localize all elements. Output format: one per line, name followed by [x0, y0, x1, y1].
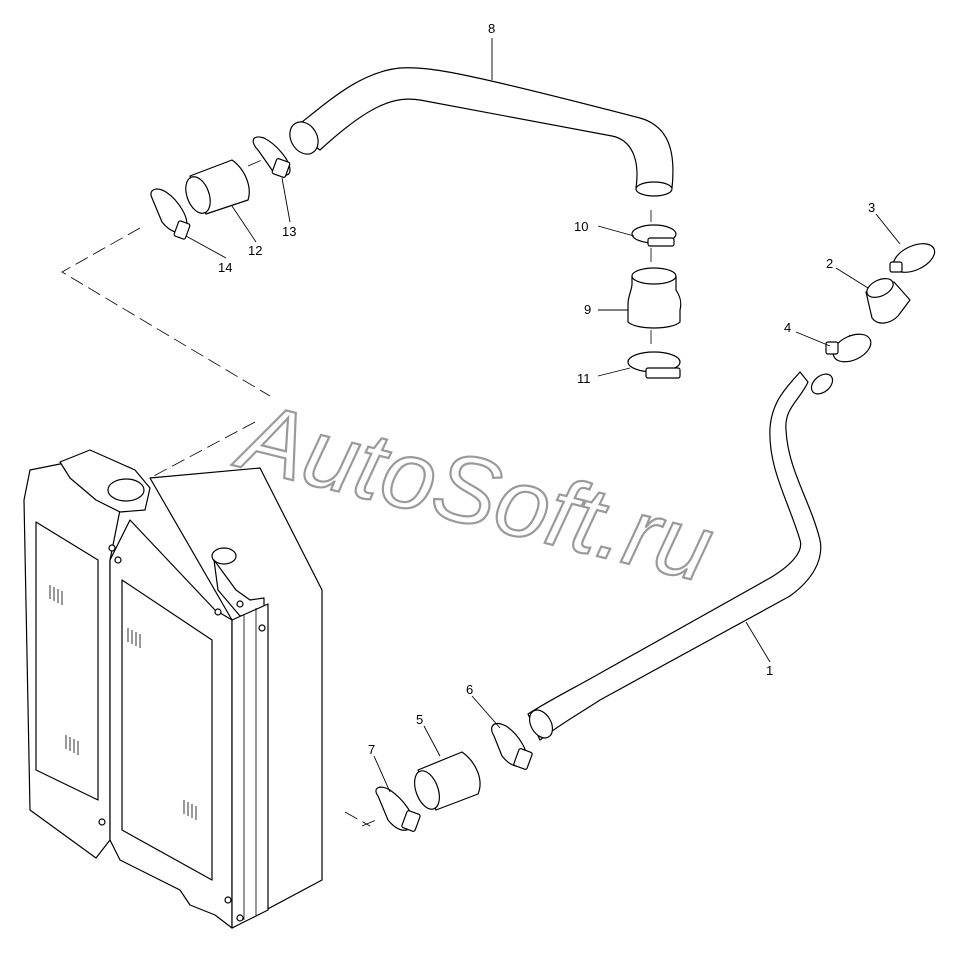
hose-2-end	[866, 278, 894, 298]
pipe-8	[289, 67, 674, 197]
clamp-13-screw	[271, 158, 291, 178]
callout-3: 3	[868, 200, 875, 215]
callout-5: 5	[416, 712, 423, 727]
pipe-8-end-down	[635, 181, 673, 197]
callout-1: 1	[766, 663, 773, 678]
pipe-1-end-bottom	[528, 709, 554, 739]
pipe-1-end-top	[810, 373, 834, 395]
leader-14	[185, 235, 227, 259]
leader-6	[471, 695, 501, 729]
radiator-side-rail	[231, 603, 269, 929]
callout-10: 10	[574, 219, 588, 234]
clamp-7-screw	[401, 810, 421, 832]
clamp-4	[832, 333, 872, 363]
hose-12-end	[185, 176, 211, 214]
clamp-14-screw	[173, 220, 191, 240]
callout-2: 2	[826, 256, 833, 271]
leader-1	[745, 621, 771, 663]
leader-11	[597, 367, 631, 377]
right-hose-group	[825, 243, 936, 363]
clamp-10-screw	[647, 237, 675, 247]
callout-12: 12	[248, 243, 262, 258]
leader-lines	[185, 38, 901, 793]
filler-cap	[211, 547, 237, 565]
clamp-6-screw	[513, 748, 533, 770]
callout-4: 4	[784, 320, 791, 335]
callout-labels: 8 10 9 11 3 2 4 1 13 12 14 6 5 7	[218, 21, 875, 757]
clamp-4-screw	[825, 341, 839, 355]
leader-2	[835, 267, 869, 289]
leader-7	[373, 755, 391, 793]
clamp-14	[150, 188, 188, 233]
pipe-1-body	[527, 371, 822, 741]
callout-6: 6	[466, 682, 473, 697]
upper-hose-group	[150, 136, 291, 240]
clamp-3-screw	[889, 261, 903, 273]
callout-11: 11	[577, 371, 591, 386]
radiator-top-outlet	[107, 478, 145, 502]
hose-9-top	[631, 267, 677, 285]
core-markings	[49, 585, 197, 820]
radiator-right-core	[121, 579, 213, 881]
leader-3	[875, 213, 901, 245]
rail-detail	[243, 608, 257, 920]
callout-8: 8	[488, 21, 495, 36]
leader-10	[597, 225, 635, 237]
pipe-1	[527, 371, 834, 741]
pipe-8-end-left	[289, 121, 319, 155]
callout-9: 9	[584, 302, 591, 317]
callout-14: 14	[218, 260, 232, 275]
lower-hose-group	[375, 723, 533, 832]
axis-radiator-lower	[344, 811, 371, 827]
hose-5-end	[414, 770, 440, 810]
leader-12	[231, 205, 257, 243]
leader-5	[423, 725, 441, 757]
callout-13: 13	[282, 224, 296, 239]
radiator-left-core	[35, 521, 99, 801]
radiator-bolts	[98, 544, 266, 922]
radiator-assembly	[23, 449, 323, 929]
vertical-hose-group	[627, 224, 682, 379]
leader-13	[281, 177, 291, 223]
axis-7	[361, 819, 377, 827]
hose-9	[627, 275, 682, 329]
pipe-8-body	[291, 67, 674, 189]
clamp-11-screw	[645, 367, 681, 379]
filler-neck	[213, 559, 265, 617]
axis-upper	[61, 227, 271, 397]
leader-4	[795, 331, 831, 347]
callout-7: 7	[368, 742, 375, 757]
